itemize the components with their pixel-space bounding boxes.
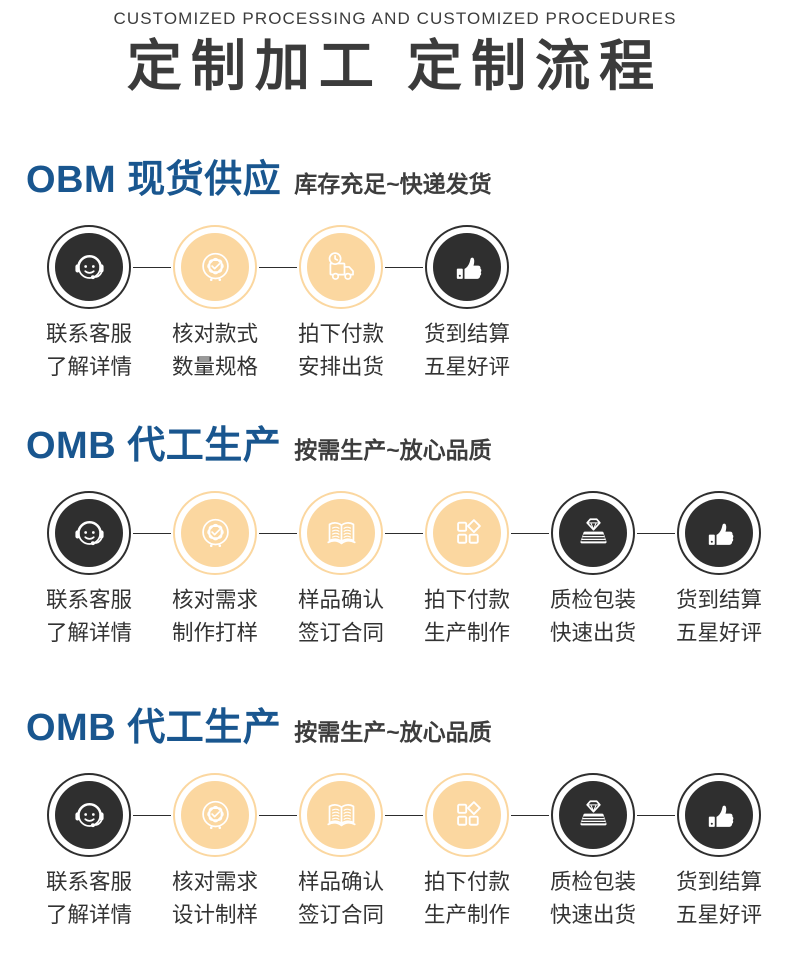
flow-step: 联系客服 了解详情 [26, 772, 171, 932]
flow-steps-row: 联系客服 了解详情 核对款式 数量规格 拍下付款 安排出货 [26, 224, 790, 384]
flow-step: 核对需求 设计制样 [152, 772, 297, 932]
flow-step: 货到结算 五星好评 [656, 490, 782, 650]
section-subtitle: 按需生产~放心品质 [294, 436, 492, 463]
step-icon-circle [299, 224, 383, 309]
step-label-line1: 联系客服 [45, 869, 132, 894]
step-label-line1: 拍下付款 [423, 869, 510, 894]
grid-shapes-icon [447, 794, 488, 835]
section-obm-stock-supply: OBM 现货供应 库存充足~快递发货 联系客服 了解详情 核对款式 数量规格 [0, 154, 790, 384]
step-label-line1: 货到结算 [675, 587, 762, 612]
section-omb-oem-production-1: OMB 代工生产 按需生产~放心品质 联系客服 了解详情 核对需求 制作打样 [0, 420, 790, 650]
step-icon-circle [173, 772, 257, 857]
section-title: OMB 代工生产 [26, 424, 282, 467]
step-icon-circle [47, 490, 131, 575]
section-header: OBM 现货供应 库存充足~快递发货 [26, 154, 790, 206]
step-icon-circle [47, 772, 131, 857]
step-icon-circle [173, 490, 257, 575]
flow-step: 拍下付款 安排出货 [278, 224, 423, 384]
flow-step: 联系客服 了解详情 [26, 490, 171, 650]
flow-step: 货到结算 五星好评 [404, 224, 530, 384]
open-book-icon [321, 512, 362, 553]
step-label-line2: 快速出货 [549, 902, 636, 927]
section-subtitle: 库存充足~快递发货 [294, 170, 492, 197]
flow-steps-row: 联系客服 了解详情 核对需求 设计制样 样品确认 签订合同 [26, 772, 790, 932]
section-title: OMB 代工生产 [26, 706, 282, 749]
step-label-line2: 安排出货 [297, 354, 384, 379]
step-label-line2: 五星好评 [675, 620, 762, 645]
thumbs-up-icon [447, 246, 488, 287]
step-icon-circle [425, 772, 509, 857]
thumbs-up-icon [699, 794, 740, 835]
step-icon-circle [677, 772, 761, 857]
flow-step: 核对需求 制作打样 [152, 490, 297, 650]
flow-step: 联系客服 了解详情 [26, 224, 171, 384]
step-icon-circle [551, 490, 635, 575]
step-label-line1: 核对需求 [171, 869, 258, 894]
flow-step: 拍下付款 生产制作 [404, 772, 549, 932]
step-label-line2: 五星好评 [423, 354, 510, 379]
step-label-line1: 拍下付款 [423, 587, 510, 612]
step-label-line2: 了解详情 [45, 354, 132, 379]
section-omb-oem-production-2: OMB 代工生产 按需生产~放心品质 联系客服 了解详情 核对需求 设计制样 [0, 702, 790, 932]
step-icon-circle [299, 490, 383, 575]
grid-shapes-icon [447, 512, 488, 553]
step-label-line2: 制作打样 [171, 620, 258, 645]
step-icon-circle [299, 772, 383, 857]
flow-step: 质检包装 快速出货 [530, 490, 675, 650]
step-label-line1: 货到结算 [675, 869, 762, 894]
thumbs-up-icon [699, 512, 740, 553]
badge-check-icon [195, 246, 236, 287]
step-label-line2: 五星好评 [675, 902, 762, 927]
step-label-line1: 核对款式 [171, 321, 258, 346]
step-label-line2: 设计制样 [171, 902, 258, 927]
badge-check-icon [195, 794, 236, 835]
customer-service-icon [69, 246, 110, 287]
step-icon-circle [425, 490, 509, 575]
step-label-line1: 货到结算 [423, 321, 510, 346]
step-label-line1: 核对需求 [171, 587, 258, 612]
step-label-line2: 了解详情 [45, 620, 132, 645]
flow-step: 样品确认 签订合同 [278, 772, 423, 932]
page-title: 定制加工 定制流程 [126, 35, 664, 97]
step-label-line2: 生产制作 [423, 620, 510, 645]
step-label-line1: 质检包装 [549, 869, 636, 894]
step-label-line1: 联系客服 [45, 321, 132, 346]
section-subtitle: 按需生产~放心品质 [294, 718, 492, 745]
step-label-line1: 联系客服 [45, 587, 132, 612]
step-label-line2: 签订合同 [297, 902, 384, 927]
open-book-icon [321, 794, 362, 835]
eyebrow-text: CUSTOMIZED PROCESSING AND CUSTOMIZED PRO… [113, 9, 677, 28]
flow-step: 样品确认 签订合同 [278, 490, 423, 650]
step-label-line2: 生产制作 [423, 902, 510, 927]
diamond-stack-icon [573, 512, 614, 553]
customer-service-icon [69, 512, 110, 553]
step-icon-circle [677, 490, 761, 575]
step-label-line2: 数量规格 [171, 354, 258, 379]
section-header: OMB 代工生产 按需生产~放心品质 [26, 702, 790, 754]
flow-steps-row: 联系客服 了解详情 核对需求 制作打样 样品确认 签订合同 [26, 490, 790, 650]
step-label-line1: 质检包装 [549, 587, 636, 612]
step-label-line1: 样品确认 [297, 869, 384, 894]
step-label-line1: 样品确认 [297, 587, 384, 612]
section-title: OBM 现货供应 [26, 158, 282, 201]
delivery-truck-icon [321, 246, 362, 287]
step-icon-circle [551, 772, 635, 857]
step-label-line2: 了解详情 [45, 902, 132, 927]
step-icon-circle [173, 224, 257, 309]
flow-step: 质检包装 快速出货 [530, 772, 675, 932]
step-icon-circle [425, 224, 509, 309]
step-icon-circle [47, 224, 131, 309]
section-header: OMB 代工生产 按需生产~放心品质 [26, 420, 790, 472]
step-label-line2: 快速出货 [549, 620, 636, 645]
flow-step: 货到结算 五星好评 [656, 772, 782, 932]
step-label-line1: 拍下付款 [297, 321, 384, 346]
customer-service-icon [69, 794, 110, 835]
flow-step: 拍下付款 生产制作 [404, 490, 549, 650]
diamond-stack-icon [573, 794, 614, 835]
step-label-line2: 签订合同 [297, 620, 384, 645]
flow-step: 核对款式 数量规格 [152, 224, 297, 384]
badge-check-icon [195, 512, 236, 553]
